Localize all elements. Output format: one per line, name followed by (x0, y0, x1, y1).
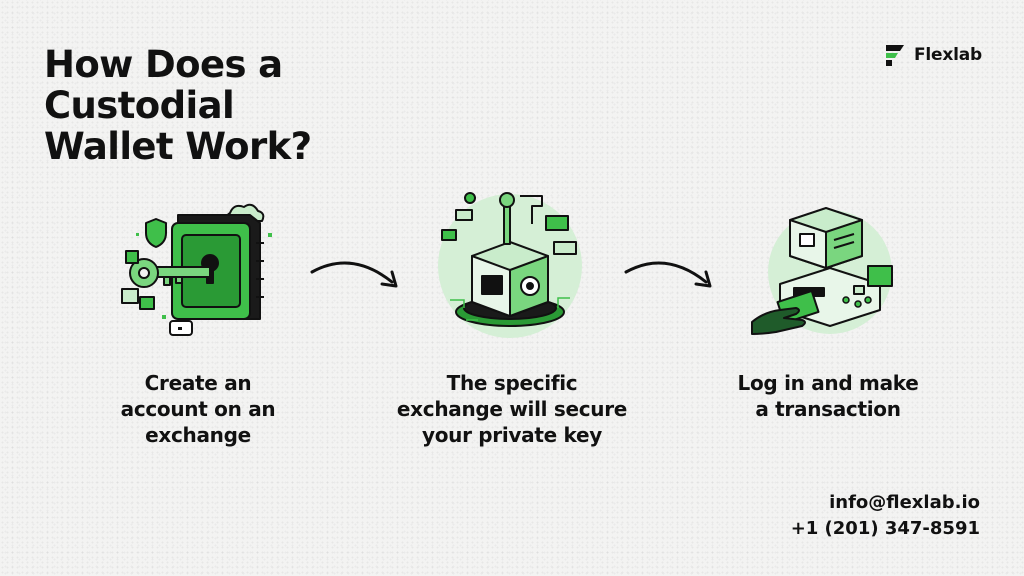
page-title-line-1: How Does a Custodial (44, 43, 283, 127)
step-1-caption-line: exchange (145, 423, 251, 447)
brand-name: Flexlab (914, 45, 983, 65)
secure-safe-icon (438, 192, 582, 338)
step-2-caption: The specific exchange will secure your p… (392, 370, 632, 448)
flexlab-logo-icon (886, 45, 904, 66)
page-title-line-2: Wallet Work? (44, 125, 312, 168)
step-1-caption: Create an account on an exchange (78, 370, 318, 448)
card-transaction-icon (751, 207, 893, 335)
vault-key-icon (121, 203, 272, 336)
contact-email-link[interactable]: info@flexlab.io (829, 492, 980, 513)
contact-info: info@flexlab.io +1 (201) 347-8591 (791, 490, 980, 542)
step-1-caption-line: account on an (120, 397, 276, 421)
step-2-caption-line: The specific (446, 371, 578, 395)
arrow-right-icon (310, 261, 398, 288)
step-2-caption-line: your private key (421, 423, 603, 447)
brand-logo[interactable]: Flexlab (884, 43, 982, 67)
page-title: How Does a Custodial Wallet Work? (44, 44, 474, 167)
step-2-caption-line: exchange will secure (396, 397, 628, 421)
arrow-right-icon (624, 261, 712, 288)
step-3-caption: Log in and make a transaction (708, 370, 948, 422)
step-3-caption-line: a transaction (755, 397, 901, 421)
step-3-caption-line: Log in and make (737, 371, 919, 395)
contact-phone-link[interactable]: +1 (201) 347-8591 (790, 518, 980, 539)
step-1-caption-line: Create an (144, 371, 252, 395)
